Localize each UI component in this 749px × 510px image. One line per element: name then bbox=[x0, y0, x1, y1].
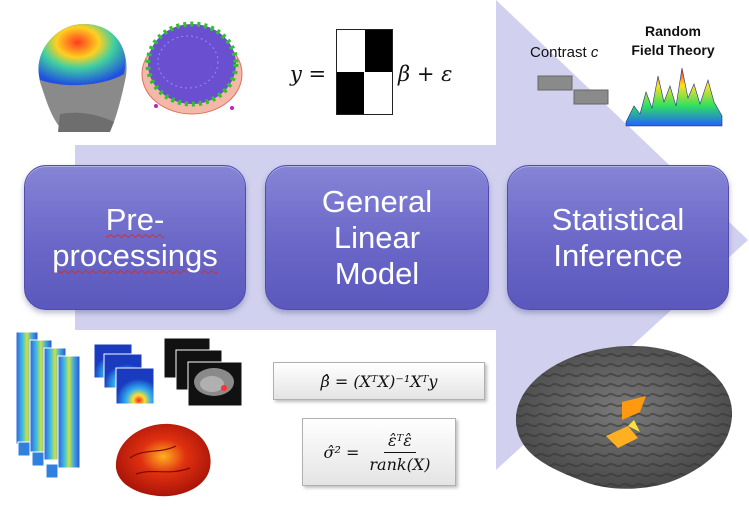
sigma-hat-formula: σ̂² = ε̂ᵀε̂ rank(X) bbox=[302, 418, 456, 486]
glm-equation-lhs: y = bbox=[290, 62, 327, 86]
sigma-denominator: rank(X) bbox=[369, 454, 431, 474]
inflated-brain-activation-image bbox=[515, 346, 733, 489]
time-frequency-stacks-image bbox=[15, 331, 81, 479]
design-matrix bbox=[336, 29, 393, 115]
contrast-label-text: Contrast bbox=[530, 44, 587, 61]
preprocessing-box: Pre- processings bbox=[24, 165, 246, 310]
glm-label: General Linear Model bbox=[321, 183, 433, 291]
sigma-fraction: ε̂ᵀε̂ rank(X) bbox=[365, 431, 434, 474]
design-matrix-cell bbox=[365, 30, 392, 72]
rft-label: Random Field Theory bbox=[631, 23, 715, 58]
sigma-hat-lhs: σ̂² = bbox=[323, 442, 360, 462]
sensor-mesh-image bbox=[141, 21, 243, 115]
random-field-surface-image bbox=[625, 67, 723, 127]
general-linear-model-box: General Linear Model bbox=[265, 165, 489, 310]
glm-equation-rhs: β + ε bbox=[398, 62, 453, 86]
contrast-vector-image bbox=[537, 75, 609, 105]
inference-label: Statistical Inference bbox=[551, 201, 685, 273]
preprocessing-label: Pre- processings bbox=[52, 201, 218, 273]
statistical-inference-box: Statistical Inference bbox=[507, 165, 729, 310]
beta-hat-formula: β̂ = (XᵀX)⁻¹Xᵀy bbox=[273, 362, 485, 400]
mri-slices-image bbox=[163, 337, 243, 407]
beta-hat-formula-text: β̂ = (XᵀX)⁻¹Xᵀy bbox=[320, 371, 438, 391]
brain-surface-activation-image bbox=[115, 423, 211, 497]
contrast-label: Contrast c bbox=[530, 44, 598, 61]
eeg-head-topography-image bbox=[38, 24, 127, 132]
contrast-symbol: c bbox=[590, 44, 599, 61]
sigma-numerator: ε̂ᵀε̂ bbox=[383, 431, 416, 453]
design-matrix-cell bbox=[337, 72, 364, 114]
spectrogram-stack-image bbox=[93, 343, 155, 405]
